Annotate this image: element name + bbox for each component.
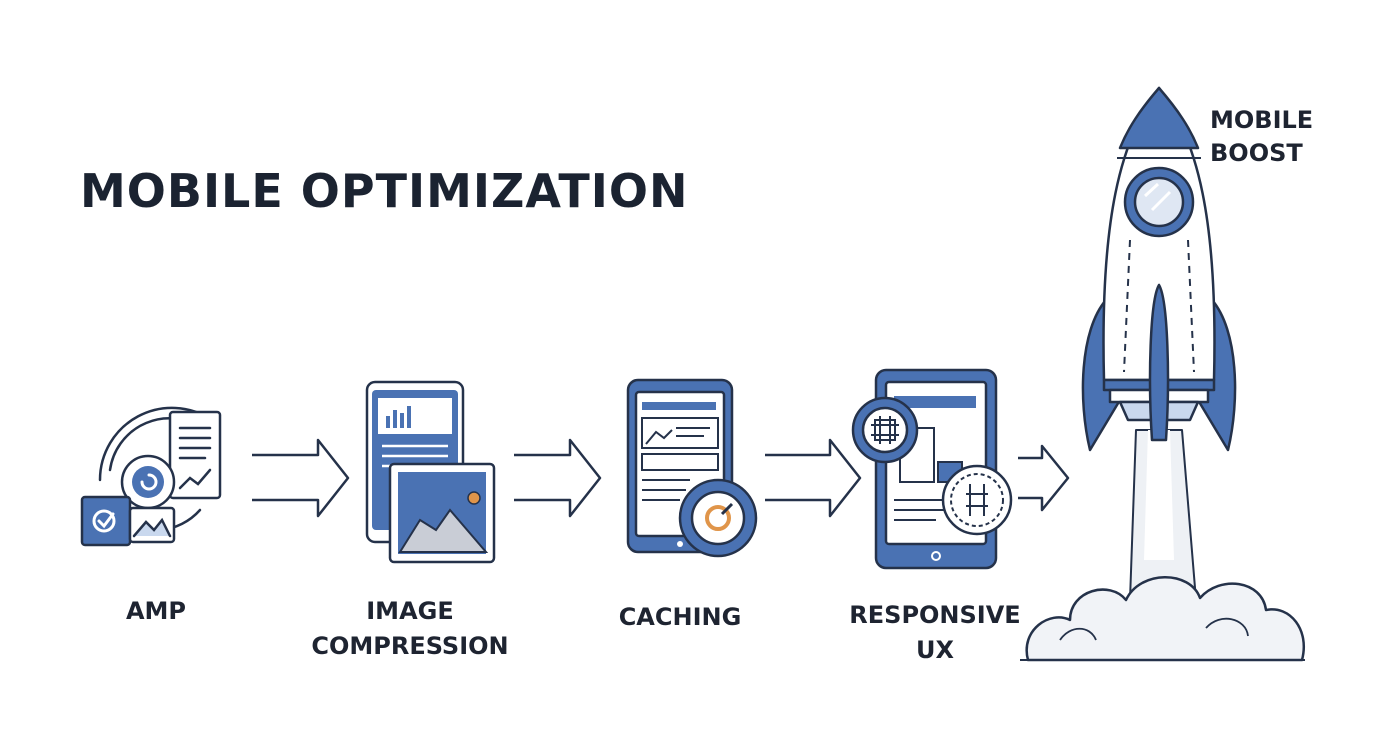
responsive-ux-icon (851, 368, 1013, 570)
boost-label-line: BOOST (1210, 139, 1303, 167)
step-label-image-compression: IMAGE COMPRESSION (300, 594, 520, 664)
step-label-line: CACHING (618, 603, 742, 631)
amp-icon (80, 406, 222, 547)
step-label-line: IMAGE (366, 597, 454, 625)
step-label-line: RESPONSIVE (849, 601, 1021, 629)
arrow-icon (514, 438, 602, 518)
arrow-icon (252, 438, 350, 518)
step-label-line: UX (916, 636, 954, 664)
step-label-line: AMP (125, 597, 187, 625)
boost-label-line: MOBILE (1210, 106, 1314, 134)
caching-icon (626, 378, 758, 558)
image-compression-icon (365, 380, 496, 564)
arrow-icon (1018, 444, 1070, 512)
step-label-line: COMPRESSION (311, 632, 509, 660)
step-label-amp: AMP (96, 594, 216, 629)
boost-label: MOBILE BOOST (1210, 104, 1313, 170)
step-label-caching: CACHING (600, 600, 760, 635)
page-title: MOBILE OPTIMIZATION (80, 164, 689, 218)
rocket-icon (1020, 86, 1305, 662)
step-label-responsive-ux: RESPONSIVE UX (835, 598, 1035, 668)
arrow-icon (765, 438, 862, 518)
